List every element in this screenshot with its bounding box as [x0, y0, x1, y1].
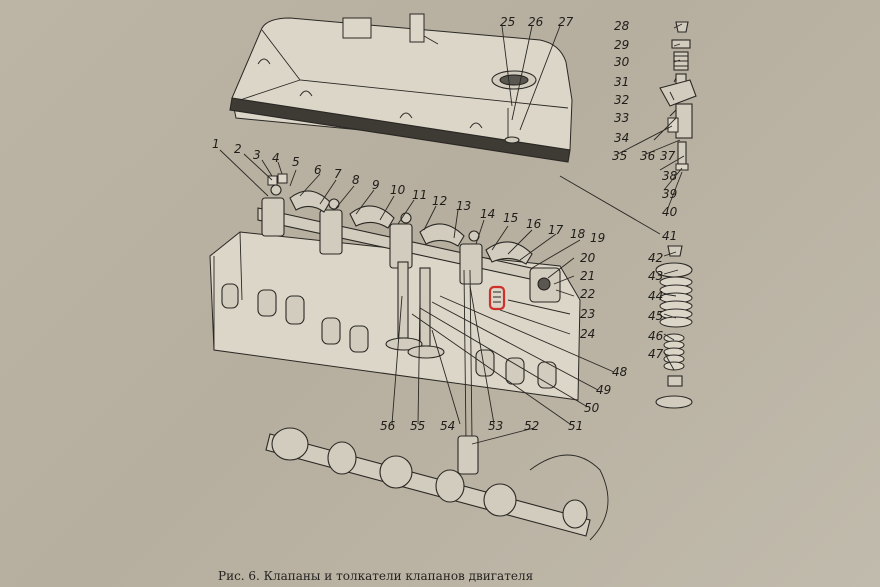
label-39: 39 — [662, 187, 677, 201]
label-34: 34 — [614, 131, 629, 145]
label-28: 28 — [614, 19, 630, 33]
label-53: 53 — [488, 419, 503, 433]
label-23: 23 — [580, 307, 595, 321]
label-22: 22 — [580, 287, 595, 301]
label-1: 1 — [212, 137, 220, 151]
label-5: 5 — [292, 155, 300, 169]
highlight-box — [488, 285, 506, 311]
cylinder-head — [209, 231, 581, 401]
label-40: 40 — [662, 205, 678, 219]
label-43: 43 — [648, 269, 663, 283]
label-32: 32 — [614, 93, 629, 107]
label-47: 47 — [648, 347, 664, 361]
label-7: 7 — [334, 167, 342, 181]
label-16: 16 — [526, 217, 542, 231]
valves-pushrods — [385, 261, 506, 475]
label-56: 56 — [380, 419, 396, 433]
label-30: 30 — [614, 55, 630, 69]
label-45: 45 — [648, 309, 663, 323]
label-29: 29 — [614, 38, 629, 52]
label-51: 51 — [568, 419, 583, 433]
label-35: 35 — [612, 149, 627, 163]
label-21: 21 — [580, 269, 595, 283]
valve-cover — [229, 13, 573, 163]
label-50: 50 — [584, 401, 600, 415]
label-19: 19 — [590, 231, 605, 245]
label-14: 14 — [480, 207, 495, 221]
part-labels: 1 2 3 4 5 6 7 8 9 10 11 12 13 14 15 16 1… — [212, 15, 678, 433]
label-48: 48 — [612, 365, 628, 379]
label-17: 17 — [548, 223, 564, 237]
label-18: 18 — [570, 227, 586, 241]
label-20: 20 — [580, 251, 596, 265]
label-38: 38 — [662, 169, 678, 183]
label-8: 8 — [352, 173, 360, 187]
label-24: 24 — [580, 327, 595, 341]
label-44: 44 — [648, 289, 663, 303]
label-11: 11 — [412, 188, 427, 202]
label-37: 37 — [660, 149, 676, 163]
label-36: 36 — [640, 149, 656, 163]
exploded-rocker-parts — [659, 21, 697, 171]
label-52: 52 — [524, 419, 539, 433]
label-10: 10 — [390, 183, 406, 197]
label-15: 15 — [503, 211, 518, 225]
label-55: 55 — [410, 419, 425, 433]
label-49: 49 — [596, 383, 611, 397]
label-3: 3 — [253, 148, 261, 162]
label-9: 9 — [372, 178, 380, 192]
label-26: 26 — [528, 15, 544, 29]
label-25: 25 — [500, 15, 515, 29]
label-31: 31 — [614, 75, 629, 89]
figure-caption: Рис. 6. Клапаны и толкатели клапанов дви… — [218, 569, 533, 583]
leader-lines — [219, 23, 685, 445]
label-54: 54 — [440, 419, 455, 433]
rocker-shaft-assembly — [257, 173, 561, 303]
label-6: 6 — [314, 163, 322, 177]
label-33: 33 — [614, 111, 629, 125]
label-4: 4 — [272, 151, 280, 165]
camshaft — [265, 427, 609, 541]
label-42: 42 — [648, 251, 663, 265]
label-13: 13 — [456, 199, 471, 213]
label-12: 12 — [432, 194, 447, 208]
label-46: 46 — [648, 329, 664, 343]
label-27: 27 — [558, 15, 574, 29]
label-41: 41 — [662, 229, 677, 243]
label-2: 2 — [234, 142, 242, 156]
